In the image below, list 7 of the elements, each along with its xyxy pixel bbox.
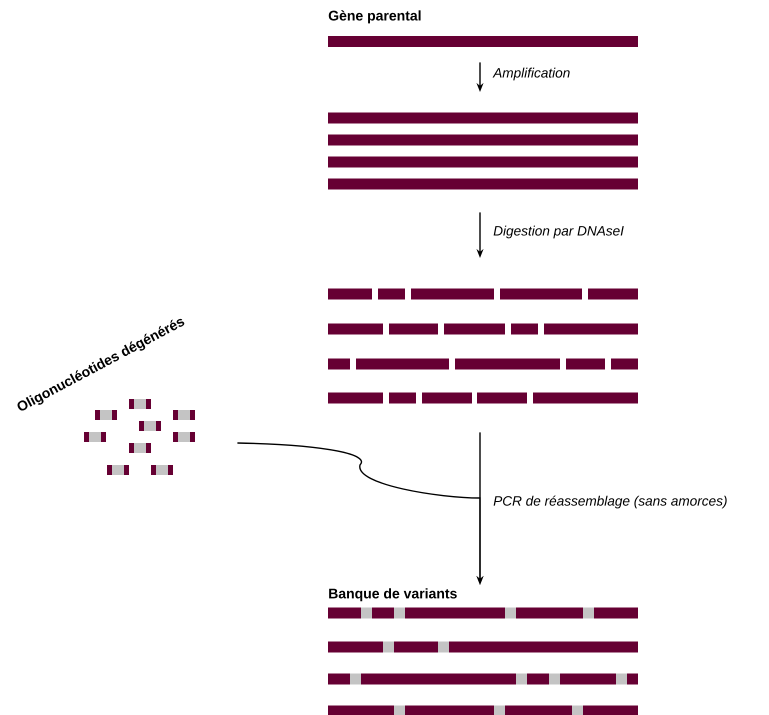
fragments-drawing [328,288,638,404]
gene-copies-drawing [328,112,638,190]
step-label: PCR de réassemblage (sans amorces) [492,494,729,510]
step-label: Amplification [492,66,572,82]
library-heading: Banque de variants [329,588,457,602]
gene-heading: Gène parental [328,10,421,24]
step-label: Digestion par DNAseI [492,224,625,240]
